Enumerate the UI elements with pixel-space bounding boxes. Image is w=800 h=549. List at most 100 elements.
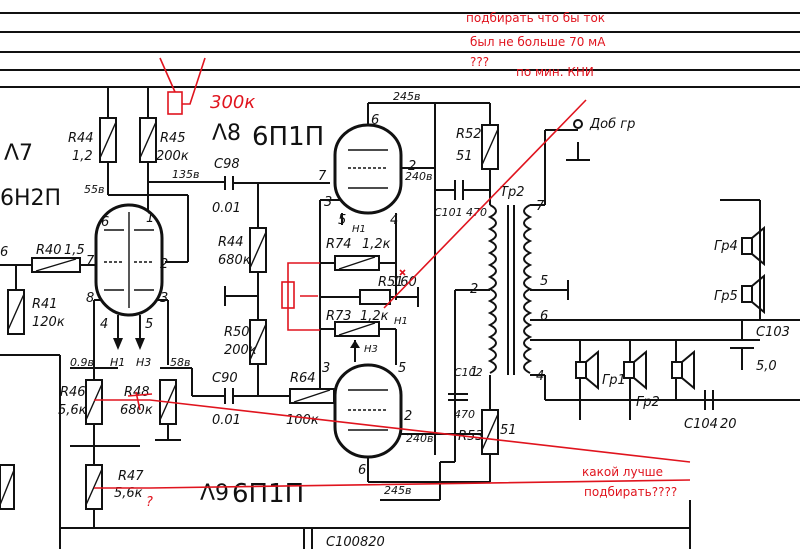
label-dob-gr: Доб гр (589, 117, 635, 132)
transformer-section: R52 51 C101 470 Тр2 2 1 7 5 6 4 Доб гр (303, 102, 800, 549)
c102-value: 470 (454, 408, 475, 421)
r44b-label: R44 (218, 235, 244, 250)
l8-pin-3: 3 (324, 195, 332, 210)
c102-label: C102 (454, 366, 483, 379)
gr5-label: Гр5 (714, 289, 738, 304)
pin-1: 1 (146, 211, 154, 226)
c100-label: C100 (326, 535, 360, 549)
speaker-gr3 (671, 361, 683, 379)
r44a-label: R44 (68, 131, 94, 146)
r45-value: 200к (156, 149, 189, 164)
l8-pin-7: 7 (318, 169, 327, 184)
red-annotations: подбирать что бы ток был не больше 70 мА… (94, 11, 691, 510)
r64-value: 100к (286, 413, 319, 428)
l9-pin-3: 3 (322, 361, 330, 376)
r41-value: 120к (32, 315, 65, 330)
c98-value: 0.01 (212, 201, 241, 216)
stage-l9-tube: 6П1П (232, 479, 304, 509)
l8-pin-6: 6 (371, 113, 379, 128)
heater-h3-mid: Н3 (364, 344, 378, 355)
transformer-tr2: Тр2 (500, 185, 524, 200)
r47-value: 5,6к (114, 486, 143, 501)
note-bottom-line1: какой лучше (582, 465, 663, 479)
heater-h1: Н1 (110, 356, 125, 369)
gr2-label: Гр2 (636, 395, 660, 410)
r50-value: 200к (224, 343, 257, 358)
r73-label: R73 (326, 309, 352, 324)
r46-value: 5,6к (58, 403, 87, 418)
gr1-label: Гр1 (602, 373, 626, 388)
speaker-gr4 (741, 237, 753, 255)
stage-l7-label: Λ7 (4, 141, 33, 166)
pin-8: 8 (86, 291, 94, 306)
l8-pin-4: 4 (390, 213, 398, 228)
c103-value: 5,0 (756, 359, 777, 374)
r52-label: R52 (456, 127, 482, 142)
voltage-09v: 0.9в (70, 356, 94, 369)
voltage-245v-bottom: 245в (384, 484, 411, 497)
heater-h3: Н3 (136, 356, 151, 369)
c100-value: 820 (360, 535, 385, 549)
stage-l8-tube: 6П1П (252, 122, 324, 152)
l9-pin-6: 6 (358, 463, 366, 478)
pin-7: 7 (86, 254, 95, 269)
pin-2: 2 (160, 257, 168, 272)
c98-label: C98 (214, 157, 240, 172)
tr2-pin-1: 1 (470, 365, 478, 380)
note-top-line4: по мин. КНИ (516, 65, 594, 79)
r41-label: R41 (32, 297, 58, 312)
r44a-value: 1,2 (72, 149, 93, 164)
voltage-55v: 55в (84, 183, 104, 196)
note-top-line2: был не больше 70 мА (470, 35, 606, 49)
c101-label: C101 (434, 206, 463, 219)
pin-6: 6 (101, 215, 109, 230)
speaker-gr1 (575, 361, 587, 379)
stage-l8-label: Λ8 (212, 121, 241, 146)
r44b-value: 680к (218, 253, 251, 268)
r48-value: 680к (120, 403, 153, 418)
stage-l7: Λ7 6Н2П R44 1,2 R45 200к 55в 135в 6 1 7 (0, 87, 691, 549)
note-top-line3: ??? (470, 55, 489, 69)
r46-label: R46 (60, 385, 86, 400)
l8-pin-2: 2 (408, 159, 416, 174)
c103-label: C103 (756, 325, 790, 340)
tube-l8 (333, 123, 403, 215)
r40-label: R40 (36, 243, 62, 258)
r53-value: 51 (500, 423, 517, 438)
pin-5: 5 (145, 317, 153, 332)
stage-l7-tube: 6Н2П (0, 186, 61, 211)
pin-4: 4 (100, 317, 108, 332)
note-bottom-line2: подбирать???? (584, 485, 677, 499)
heater-h1-top: Н1 (352, 224, 366, 235)
stage-l9-label: Λ9 (200, 481, 229, 506)
r52-value: 51 (456, 149, 473, 164)
voltage-240v-top: 240в (405, 170, 432, 183)
left-pin-6: 6 (0, 245, 8, 260)
tr2-pin-6: 6 (540, 309, 548, 324)
note-300k: 300к (210, 92, 255, 113)
heater-h1-mid: Н1 (394, 316, 408, 327)
c104-label: C104 (684, 417, 718, 432)
tr2-pin-7: 7 (536, 199, 545, 214)
r74-label: R74 (326, 237, 352, 252)
r45-label: R45 (160, 131, 186, 146)
note-question-mark: ? (146, 495, 153, 510)
voltage-245v-top: 245в (393, 90, 420, 103)
voltage-240v-bottom: 240в (406, 432, 433, 445)
tube-l9 (333, 363, 403, 459)
voltage-135v: 135в (172, 168, 199, 181)
l9-pin-2: 2 (404, 409, 412, 424)
red-pot-sketch (167, 91, 183, 115)
r51-value: 160 (392, 275, 417, 290)
r64-label: R64 (290, 371, 316, 386)
voltage-58v: 58в (170, 356, 190, 369)
c90-value: 0.01 (212, 413, 241, 428)
speaker-gr2 (623, 361, 635, 379)
gr4-label: Гр4 (714, 239, 738, 254)
bus-lines (0, 12, 800, 88)
tr2-pin-5: 5 (540, 274, 548, 289)
coupling-network: Λ8 6П1П C98 0.01 R44 680к R50 200к C90 0… (191, 121, 350, 428)
c104-value: 20 (720, 417, 737, 432)
r51-label: R51 (378, 275, 404, 290)
